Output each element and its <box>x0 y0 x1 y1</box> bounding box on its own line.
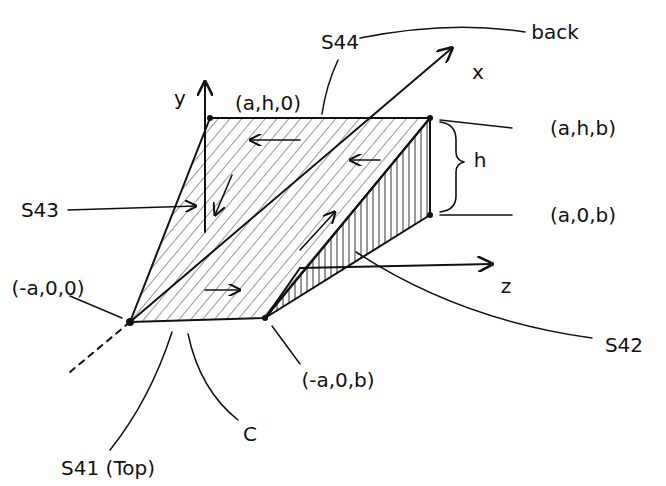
slanted-face <box>130 118 430 322</box>
figure-label: C <box>241 422 259 446</box>
figure-label: back <box>529 20 581 44</box>
figure-label: (a,h,b) <box>548 116 618 140</box>
corner-dots <box>126 115 433 326</box>
flow-arrow <box>205 289 240 291</box>
figure-label: (-a,0,b) <box>299 368 376 392</box>
y-axis <box>204 82 206 232</box>
x-axis-back <box>70 322 130 372</box>
figure-label: S43 <box>19 198 61 222</box>
figure-label: y <box>172 86 188 110</box>
flow-arrow <box>350 159 380 161</box>
leader-lines <box>68 27 592 450</box>
side-face <box>265 118 430 318</box>
figure-label: (-a,0,0) <box>9 276 86 300</box>
figure-label: (a,h,0) <box>233 91 303 115</box>
figure-label: h <box>472 148 489 172</box>
h-bracket <box>440 122 464 212</box>
figure-label: S44 <box>319 30 361 54</box>
flow-arrow <box>300 212 335 250</box>
figure-label: (a,0,b) <box>548 203 618 227</box>
flow-arrow <box>215 175 232 215</box>
figure-label: S41 (Top) <box>59 456 157 480</box>
x-axis <box>130 48 452 322</box>
figure-label: x <box>470 60 486 84</box>
flow-arrow <box>250 139 300 141</box>
figure-label: z <box>499 274 514 298</box>
figure-label: S42 <box>603 333 645 357</box>
edge-line <box>265 268 300 318</box>
z-axis <box>300 264 492 268</box>
